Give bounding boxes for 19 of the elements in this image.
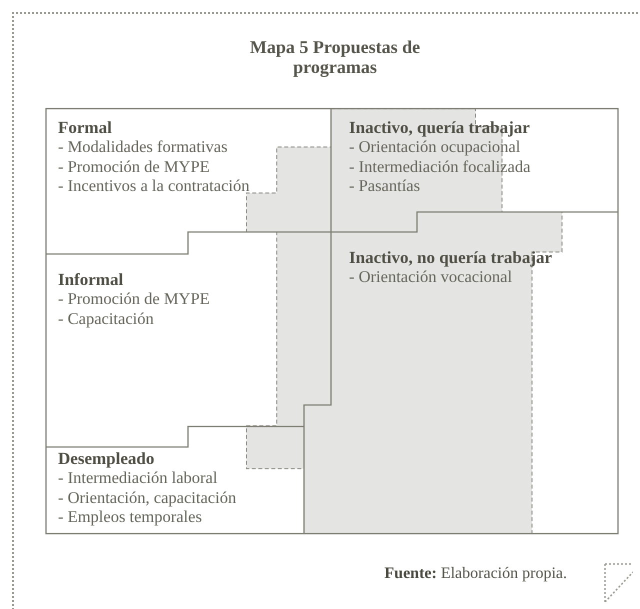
region-heading: Inactivo, no quería trabajar xyxy=(349,248,552,267)
program-item: - Capacitación xyxy=(58,308,155,328)
source-note: Fuente: Elaboración propia. xyxy=(384,565,567,583)
program-item: - Modalidades formativas xyxy=(58,137,229,156)
region-heading: Formal xyxy=(58,118,113,137)
program-item: - Promoción de MYPE xyxy=(58,156,211,176)
title: Mapa 5 Propuestas de programas xyxy=(248,37,422,77)
program-item: - Promoción de MYPE xyxy=(58,289,210,308)
program-item: - Empleos temporales xyxy=(58,507,203,526)
program-item: - Incentivos a la contratación xyxy=(58,176,250,196)
program-item: - Intermediación focalizada xyxy=(349,156,530,176)
program-item: - Orientación ocupacional xyxy=(349,137,522,156)
program-item: - Intermediación laboral xyxy=(58,468,218,488)
region-heading: Desempleado xyxy=(58,449,156,468)
program-item: - Pasantías xyxy=(349,176,422,196)
program-item: - Orientación, capacitación xyxy=(58,488,236,507)
region-heading: Inactivo, quería trabajar xyxy=(349,118,530,137)
program-item: - Orientación vocacional xyxy=(349,267,514,286)
region-heading: Informal xyxy=(58,270,124,289)
